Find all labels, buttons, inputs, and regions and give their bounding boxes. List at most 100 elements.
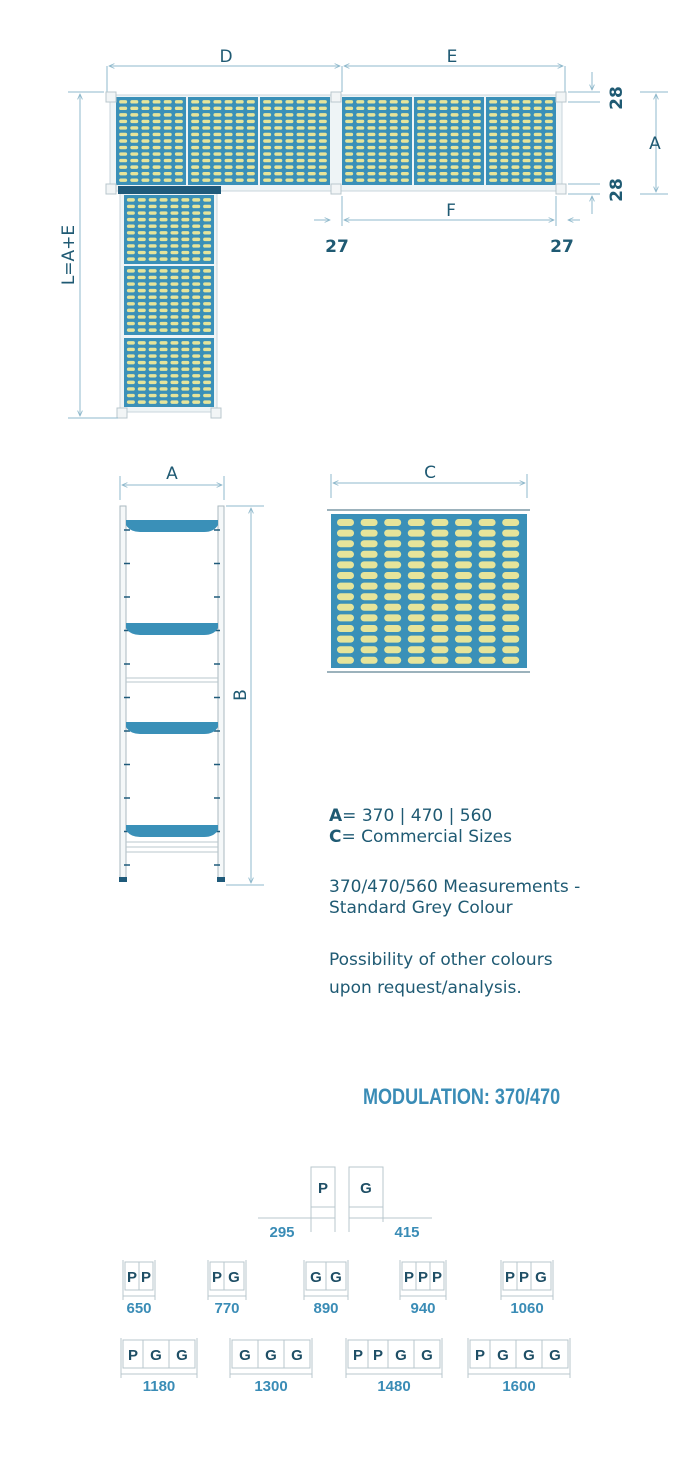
- module-box: G: [142, 1339, 170, 1369]
- module-letter: G: [291, 1347, 303, 1364]
- shelf-slot: [431, 561, 449, 569]
- shelf-slot: [478, 625, 496, 632]
- shelf-slot: [384, 646, 402, 654]
- modulation-title: MODULATION: 370/470: [363, 1084, 561, 1109]
- module-box: G: [325, 1261, 347, 1291]
- side-shelf: [126, 722, 218, 734]
- module-letter: P: [432, 1269, 442, 1286]
- module-size: 1300: [254, 1378, 287, 1395]
- shelf-slot: [384, 593, 402, 601]
- shelf-slot: [431, 625, 449, 632]
- shelf-slot: [360, 572, 378, 579]
- shelf-slot: [337, 614, 354, 622]
- shelf-slot: [360, 561, 378, 569]
- shelf-panel: [331, 514, 527, 668]
- module-group: 1480: [345, 1338, 443, 1395]
- shelf-slot: [384, 582, 402, 590]
- shelf-slot: [478, 519, 496, 526]
- shelf-slot: [455, 614, 472, 622]
- shelf-slot: [407, 656, 425, 664]
- module-letter: P: [353, 1347, 363, 1364]
- module-letter: G: [330, 1269, 342, 1286]
- shelf-slot: [360, 593, 378, 601]
- shelf-slot: [478, 635, 496, 643]
- shelf-slot: [360, 635, 378, 643]
- shelf-slot: [337, 550, 354, 558]
- module-letter: G: [523, 1347, 535, 1364]
- side-shelf: [126, 520, 218, 532]
- dim-27-right: 27: [550, 237, 574, 257]
- module-box: P: [122, 1339, 144, 1369]
- shelf-slot: [431, 646, 449, 654]
- shelf-slot: [455, 625, 472, 632]
- module-size: 1480: [377, 1378, 410, 1395]
- label-e: E: [447, 47, 458, 67]
- shelf-slot: [384, 529, 402, 537]
- module-letter: G: [176, 1347, 188, 1364]
- shelf-slot: [455, 519, 472, 526]
- shelf-slot: [455, 561, 472, 569]
- shelf-slot: [502, 656, 520, 664]
- module-size: 940: [410, 1300, 435, 1317]
- label-f: F: [446, 201, 456, 221]
- shelf-slot: [360, 582, 378, 590]
- module-letter: P: [519, 1269, 529, 1286]
- shelf-slot: [478, 593, 496, 601]
- shelf-slot: [431, 540, 449, 548]
- shelf-slot: [431, 572, 449, 579]
- info-block-measurements: 370/470/560 Measurements - Standard Grey…: [329, 877, 659, 919]
- module-group: 1180: [120, 1338, 198, 1395]
- module-letter: P: [128, 1347, 138, 1364]
- a-values: = 370 | 470 | 560: [342, 806, 493, 826]
- shelf-slot: [407, 603, 425, 611]
- shelf-slot: [478, 656, 496, 664]
- shelf-slot: [478, 572, 496, 579]
- module-box: G: [305, 1261, 327, 1291]
- module-box: P: [502, 1261, 518, 1291]
- horizontal-panel: [486, 97, 556, 185]
- module-letter: G: [239, 1347, 251, 1364]
- module-letter: G: [150, 1347, 162, 1364]
- module-box: G: [257, 1339, 285, 1369]
- module-size: 1060: [510, 1300, 543, 1317]
- dim-27-left: 27: [325, 237, 349, 257]
- module-box: G: [515, 1339, 543, 1369]
- shelf-slot: [384, 603, 402, 611]
- module-box: P: [347, 1339, 369, 1369]
- vertical-panel: [124, 338, 214, 407]
- module-box: P: [124, 1261, 140, 1291]
- shelf-slot: [478, 614, 496, 622]
- plan-view: D E 28 28 A F: [59, 47, 668, 419]
- module-letter: G: [549, 1347, 561, 1364]
- shelf-slot: [502, 593, 520, 601]
- shelf-slot: [337, 529, 354, 537]
- shelf-slot: [502, 519, 520, 526]
- module-letter: P: [141, 1269, 151, 1286]
- module-group: 890: [303, 1260, 349, 1317]
- shelf-slot: [360, 550, 378, 558]
- shelf-slot: [407, 582, 425, 590]
- shelf-slot: [431, 656, 449, 664]
- c-key: C: [329, 827, 342, 847]
- shelf-slot: [455, 540, 472, 548]
- module-box: P: [516, 1261, 532, 1291]
- shelf-slot: [360, 656, 378, 664]
- shelf-slot: [478, 550, 496, 558]
- shelf-slot: [337, 582, 354, 590]
- module-group: 1060: [500, 1260, 554, 1317]
- module-group: 650: [122, 1260, 156, 1317]
- info-block-colours: Possibility of other colours upon reques…: [329, 946, 659, 1002]
- shelf-slot: [502, 603, 520, 611]
- shelf-slot: [384, 656, 402, 664]
- shelf-slot: [360, 646, 378, 654]
- left-post: [119, 505, 127, 879]
- possibility-line-2: upon request/analysis.: [329, 978, 522, 998]
- shelf-slot: [455, 529, 472, 537]
- module-size: 295: [269, 1224, 294, 1241]
- module-size: 890: [313, 1300, 338, 1317]
- shelf-slot: [407, 550, 425, 558]
- shelf-slot: [407, 635, 425, 643]
- module-box: G: [541, 1339, 569, 1369]
- module-letter: G: [535, 1269, 547, 1286]
